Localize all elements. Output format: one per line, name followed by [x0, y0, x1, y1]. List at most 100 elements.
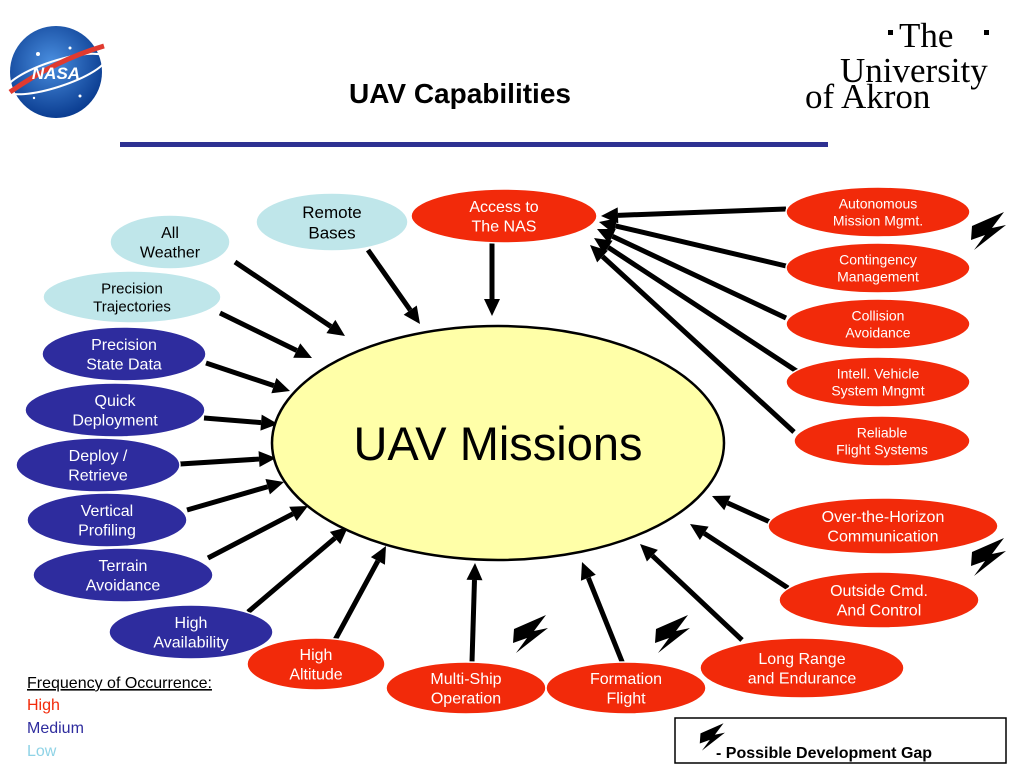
node-label: Vertical — [81, 503, 133, 520]
node-label: Autonomous — [839, 196, 918, 212]
arrow-intell-vehicle — [594, 238, 800, 375]
arrow-outside-cmd — [690, 524, 790, 591]
node-label: Remote — [302, 203, 362, 222]
node-label: and Endurance — [748, 671, 857, 688]
legend-medium: Medium — [27, 720, 84, 737]
lightning-icon — [971, 212, 1006, 250]
arrow-precision-trajectories — [218, 310, 312, 358]
slide-title: UAV Capabilities — [349, 78, 571, 109]
logo-line-of-akron: of Akron — [805, 77, 930, 116]
lightning-icon — [699, 723, 725, 751]
arrow-formation-flight — [580, 562, 626, 665]
node-label: And Control — [837, 603, 922, 620]
node-label: Reliable — [857, 425, 908, 441]
node-label: System Mngmt — [831, 383, 924, 399]
node-label: State Data — [86, 357, 162, 374]
arrow-high-altitude — [332, 546, 386, 642]
lightning-icon — [971, 538, 1006, 576]
arrow-reliable-flight — [590, 245, 796, 434]
arrow-deploy-retrieve — [179, 451, 276, 468]
diagram-edges — [179, 206, 800, 665]
node-label: The NAS — [472, 219, 537, 236]
title-underline — [120, 142, 828, 147]
node-label: Over-the-Horizon — [822, 509, 945, 526]
arrow-high-availability — [246, 527, 348, 614]
node-label: Outside Cmd. — [830, 583, 928, 600]
frequency-legend: Frequency of Occurrence: High Medium Low — [27, 675, 212, 760]
node-label: Management — [837, 269, 919, 285]
logo-line-the: The — [899, 16, 953, 55]
arrow-vertical-profiling — [186, 479, 284, 513]
arrow-remote-bases — [365, 248, 420, 324]
arrow-long-range — [640, 544, 744, 642]
node-label: Long Range — [758, 651, 845, 668]
university-of-akron-logo: The University of Akron — [805, 16, 989, 116]
node-label: Profiling — [78, 523, 136, 540]
node-label: Access to — [469, 199, 538, 216]
node-label: Trajectories — [93, 299, 171, 316]
node-label: Altitude — [289, 667, 342, 684]
node-label: High — [300, 647, 333, 664]
node-label: Collision — [852, 308, 905, 324]
node-label: Contingency — [839, 252, 917, 268]
node-label: Communication — [827, 529, 938, 546]
node-label: Multi-Ship — [430, 671, 501, 688]
legend-heading: Frequency of Occurrence: — [27, 675, 212, 692]
lightning-icon — [513, 615, 548, 653]
gap-markers — [513, 212, 1006, 653]
lightning-icon — [655, 615, 690, 653]
node-label: Deployment — [72, 413, 158, 430]
arrow-over-horizon — [712, 495, 772, 525]
node-label: Availability — [153, 635, 228, 652]
node-label: Terrain — [99, 558, 148, 575]
nasa-logo: NASA — [5, 26, 107, 118]
development-gap-legend: - Possible Development Gap — [674, 717, 1007, 764]
node-label: All — [161, 225, 179, 242]
node-label: Quick — [95, 393, 137, 410]
node-label: High — [175, 615, 208, 632]
node-outside-cmd: Outside Cmd. And Control — [778, 571, 980, 629]
node-label: Bases — [308, 223, 355, 242]
logo-line-university: University — [840, 51, 988, 90]
node-label: Flight Systems — [836, 442, 928, 458]
arrow-autonomous-mission — [601, 206, 787, 224]
node-label: Avoidance — [845, 325, 910, 341]
arrow-collision-avoidance — [597, 229, 788, 321]
node-label: Mission Mgmt. — [833, 213, 923, 229]
node-label: Flight — [606, 691, 646, 708]
arrow-precision-state-data — [205, 360, 290, 394]
gap-legend-label: - Possible Development Gap — [716, 745, 932, 762]
arrow-all-weather — [233, 259, 345, 336]
legend-low: Low — [27, 743, 57, 760]
node-label: Precision — [91, 337, 157, 354]
arrow-terrain-avoidance — [206, 506, 308, 561]
node-long-range: Long Range and Endurance — [699, 637, 905, 699]
arrow-multi-ship — [466, 563, 483, 663]
arrow-access-nas — [484, 242, 500, 316]
center-label: UAV Missions — [353, 417, 642, 470]
node-label: Operation — [431, 691, 501, 708]
node-label: Deploy / — [69, 448, 128, 465]
uav-missions-center: UAV Missions — [270, 324, 726, 562]
node-access-nas: Access to The NAS — [410, 188, 598, 244]
legend-high: High — [27, 697, 60, 714]
node-label: Weather — [140, 245, 201, 262]
node-label: Precision — [101, 280, 163, 297]
